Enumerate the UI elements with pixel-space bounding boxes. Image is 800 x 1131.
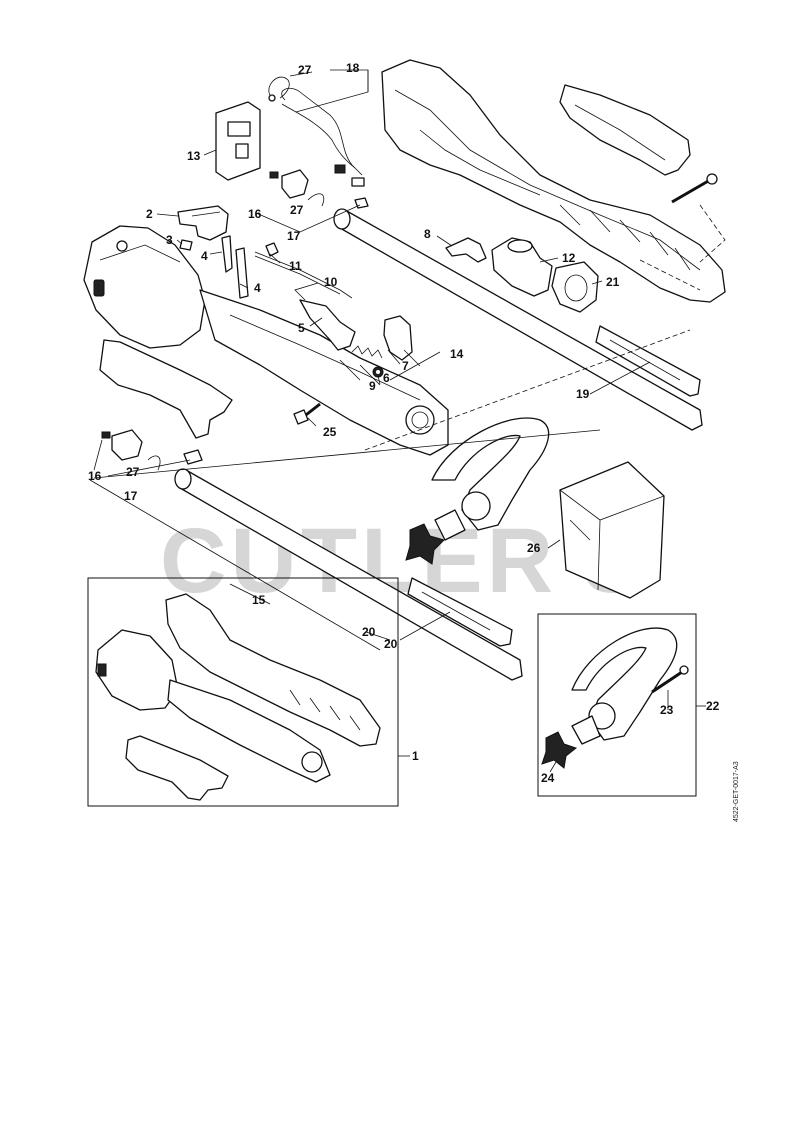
callout-14: 14 [450, 347, 464, 361]
callout-26: 26 [527, 541, 541, 555]
housing-cover-part [559, 84, 691, 176]
cable-tie-part [268, 76, 290, 102]
callout-18: 18 [346, 61, 360, 75]
kit-box-1 [87, 577, 399, 807]
callout-8: 8 [424, 227, 431, 241]
nut-part [372, 366, 384, 378]
shaft-label-sleeve-part [595, 325, 701, 397]
leader-lines [89, 69, 706, 773]
drawing-code: 4522-GET-0017-A3 [733, 761, 740, 822]
star-knob-part [405, 523, 445, 565]
callout-6: 6 [383, 371, 390, 385]
switch-slider-part [177, 205, 229, 241]
kit-screw-part [651, 665, 689, 694]
bushing-part [551, 261, 599, 313]
callout-11: 11 [289, 259, 302, 273]
callout-7: 7 [402, 359, 409, 373]
callout-5: 5 [298, 321, 305, 335]
spring-small-part [179, 239, 193, 251]
small-clip-part [265, 242, 279, 257]
motor-housing-part [83, 225, 206, 349]
callout-2: 2 [146, 207, 153, 221]
callout-20-left: 20 [362, 625, 376, 639]
grip-sleeve-part [99, 339, 233, 439]
callout-10: 10 [324, 275, 338, 289]
callout-19: 19 [576, 387, 590, 401]
handle-tube-left-part [199, 289, 449, 456]
kit-handle-housing-part [165, 593, 381, 747]
kit-motor-housing-part [95, 629, 331, 783]
callout-4-lower: 4 [254, 281, 261, 295]
callout-9: 9 [369, 379, 376, 393]
plug-cap-part [183, 449, 203, 465]
callout-4-upper: 4 [201, 249, 208, 263]
trigger-rod-part [254, 251, 353, 299]
callout-21: 21 [606, 275, 620, 289]
callout-27-mid: 27 [290, 203, 304, 217]
drive-tube-lower-part [174, 468, 523, 681]
handle-housing-right-half [381, 59, 726, 303]
shaft-label-sleeve-lower-part [407, 577, 513, 647]
callout-13: 13 [187, 149, 201, 163]
kit-star-knob-part [541, 731, 578, 769]
callout-12: 12 [562, 251, 576, 265]
callout-17-top: 17 [287, 229, 301, 243]
electronics-module-part [215, 101, 261, 181]
loop-handle-part [431, 417, 550, 541]
screw-part [671, 173, 718, 204]
callout-25: 25 [323, 425, 337, 439]
kit-loop-handle-part [571, 627, 678, 745]
kit-grip-sleeve-part [125, 735, 229, 801]
connector-plug-lower-part [101, 429, 161, 471]
callout-24: 24 [541, 771, 555, 785]
callout-16-lower: 16 [88, 469, 102, 483]
callout-1: 1 [412, 749, 419, 763]
callout-27-top: 27 [298, 63, 312, 77]
callout-16-top: 16 [248, 207, 262, 221]
callout-15: 15 [252, 593, 266, 607]
screw-25-part [293, 402, 321, 425]
throttle-lever-part [445, 237, 487, 263]
trigger-part [299, 299, 356, 351]
callout-17-lower: 17 [124, 489, 138, 503]
connector-plug-part [269, 169, 325, 207]
spring-part [351, 345, 383, 359]
kit-box-22 [537, 613, 697, 797]
drive-tube-upper-part [333, 197, 703, 431]
callout-3: 3 [166, 233, 173, 247]
lock-button-part [383, 315, 413, 361]
callout-labels: 27 18 13 16 27 2 3 4 4 17 11 10 5 7 6 9 … [88, 61, 720, 785]
locking-lever-part [221, 235, 249, 299]
callout-27-lower: 27 [126, 465, 140, 479]
callout-23: 23 [660, 703, 674, 717]
guard-housing-part [559, 461, 665, 599]
switch-housing-part [491, 237, 553, 297]
callout-22: 22 [706, 699, 720, 713]
wire-harness-part [281, 87, 365, 187]
callout-20-right: 20 [384, 637, 398, 651]
